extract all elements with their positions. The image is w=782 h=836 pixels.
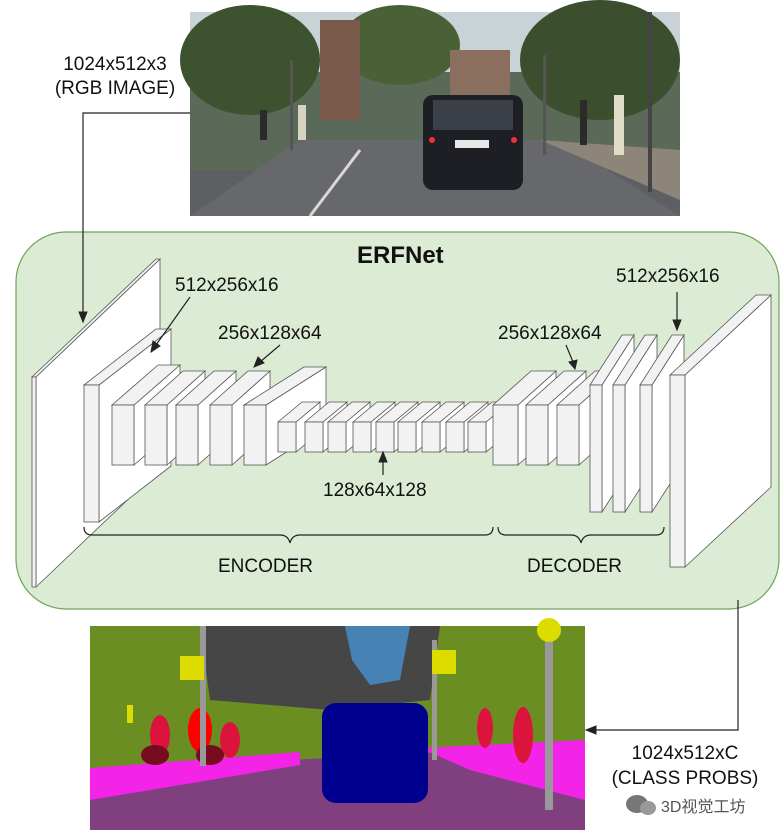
dim-label-dec1: 512x256x16 (616, 266, 720, 287)
dim-label-enc2: 256x128x64 (218, 323, 322, 344)
dim-label-dec2: 256x128x64 (498, 323, 602, 344)
decoder-bracket (497, 526, 665, 544)
wechat-icon (626, 795, 656, 815)
dim-label-mid: 128x64x128 (323, 480, 427, 501)
encoder-label: ENCODER (218, 556, 314, 577)
network-blocks (30, 258, 773, 588)
output-segmentation-image (90, 618, 585, 830)
network-title: ERFNet (357, 242, 444, 269)
input-type-label: (RGB IMAGE) (54, 78, 176, 99)
encoder-bracket (83, 526, 494, 544)
input-street-image (180, 0, 680, 217)
input-size-label: 1024x512x3 (63, 54, 167, 75)
output-arrow (584, 600, 739, 735)
dim-label-enc1: 512x256x16 (175, 275, 279, 296)
dim-arrows (150, 292, 682, 475)
block-output (668, 294, 773, 568)
input-arrow (78, 112, 190, 324)
output-type-label: (CLASS PROBS) (611, 768, 759, 789)
watermark-text: 3D视觉工坊 (661, 799, 746, 816)
output-size-label: 1024x512xC (631, 743, 739, 764)
decoder-label: DECODER (527, 556, 623, 577)
